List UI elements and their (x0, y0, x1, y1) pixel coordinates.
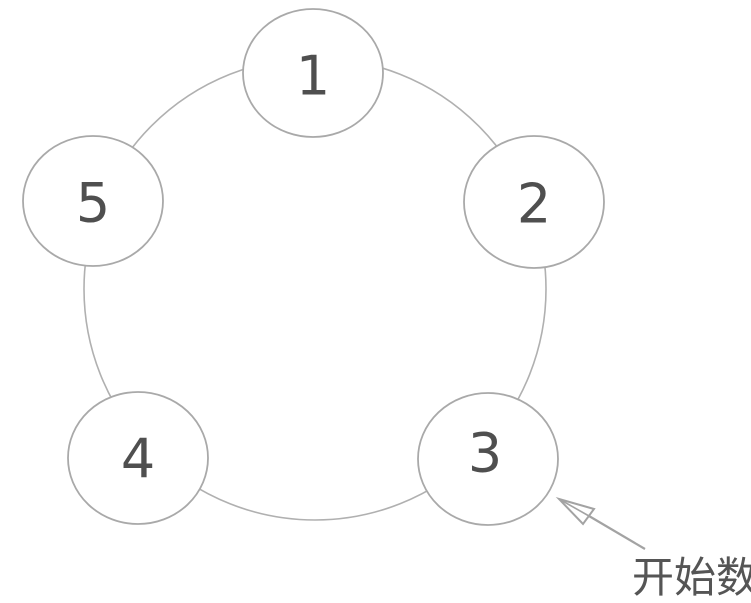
annotation-arrow (555, 497, 646, 550)
node-label-5: 5 (76, 172, 110, 235)
node-label-2: 2 (517, 173, 551, 236)
node-4: 4 (67, 391, 209, 525)
arrow-shaft (588, 515, 646, 550)
arrow-head-median-line (558, 498, 590, 517)
node-label-1: 1 (296, 45, 330, 108)
node-5: 5 (22, 135, 164, 267)
node-circle-3 (417, 392, 559, 526)
node-circle-4 (67, 391, 209, 525)
node-1: 1 (242, 8, 384, 138)
node-2: 2 (463, 135, 605, 269)
node-label-4: 4 (121, 428, 155, 491)
node-3: 3 (417, 392, 559, 526)
node-circle-1 (242, 8, 384, 138)
node-circle-2 (463, 135, 605, 269)
node-circle-5 (22, 135, 164, 267)
node-label-3: 3 (468, 422, 502, 485)
annotation-label: 开始数 (632, 553, 751, 602)
